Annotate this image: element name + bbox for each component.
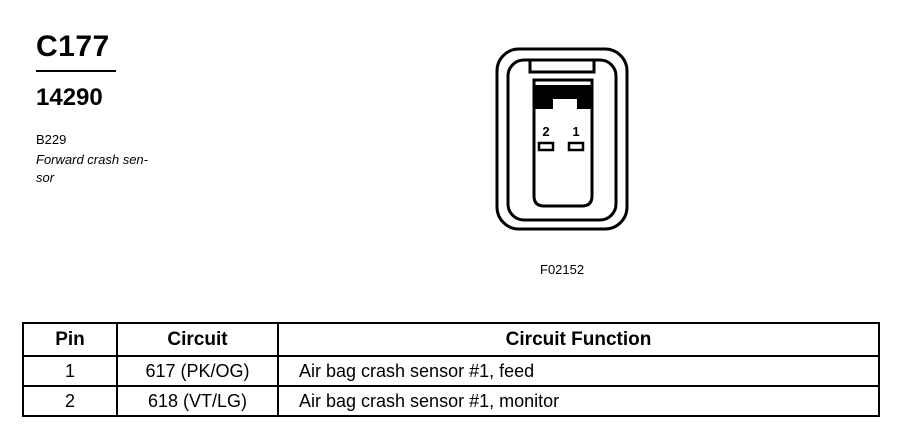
connector-id: C177	[36, 30, 110, 63]
component-description-line-2: sor	[36, 170, 55, 185]
table-row: 1 617 (PK/OG) Air bag crash sensor #1, f…	[22, 355, 880, 387]
part-number: 14290	[36, 84, 103, 111]
component-description: Forward crash sen- sor	[36, 151, 184, 187]
circuit-cell: 617 (PK/OG)	[116, 355, 279, 387]
connector-inner-shell	[506, 58, 618, 222]
pin-terminal-2	[537, 141, 555, 152]
figure-id: F02152	[540, 262, 585, 277]
pin-cell: 1	[22, 355, 118, 387]
column-header-circuit: Circuit	[116, 322, 279, 357]
connector-face-diagram: 2 1	[495, 47, 629, 231]
pin-terminal-1	[567, 141, 585, 152]
connector-pin-cavity	[532, 78, 594, 208]
circuit-cell: 618 (VT/LG)	[116, 385, 279, 417]
circuit-function-cell: Air bag crash sensor #1, feed	[277, 355, 880, 387]
pin-cell: 2	[22, 385, 118, 417]
connector-outer-shell	[495, 47, 629, 231]
component-code: B229	[36, 132, 67, 147]
title-underline	[36, 70, 116, 72]
pinout-table: Pin Circuit Circuit Function 1 617 (PK/O…	[22, 322, 880, 417]
pin-label-2: 2	[542, 124, 549, 139]
table-header-row: Pin Circuit Circuit Function	[22, 322, 880, 357]
component-description-line-1: Forward crash sen-	[36, 152, 148, 167]
table-row: 2 618 (VT/LG) Air bag crash sensor #1, m…	[22, 385, 880, 417]
circuit-function-cell: Air bag crash sensor #1, monitor	[277, 385, 880, 417]
connector-latch	[533, 85, 593, 109]
column-header-circuit-function: Circuit Function	[277, 322, 880, 357]
connector-lock-tab	[528, 60, 596, 74]
column-header-pin: Pin	[22, 322, 118, 357]
pin-label-1: 1	[572, 124, 579, 139]
